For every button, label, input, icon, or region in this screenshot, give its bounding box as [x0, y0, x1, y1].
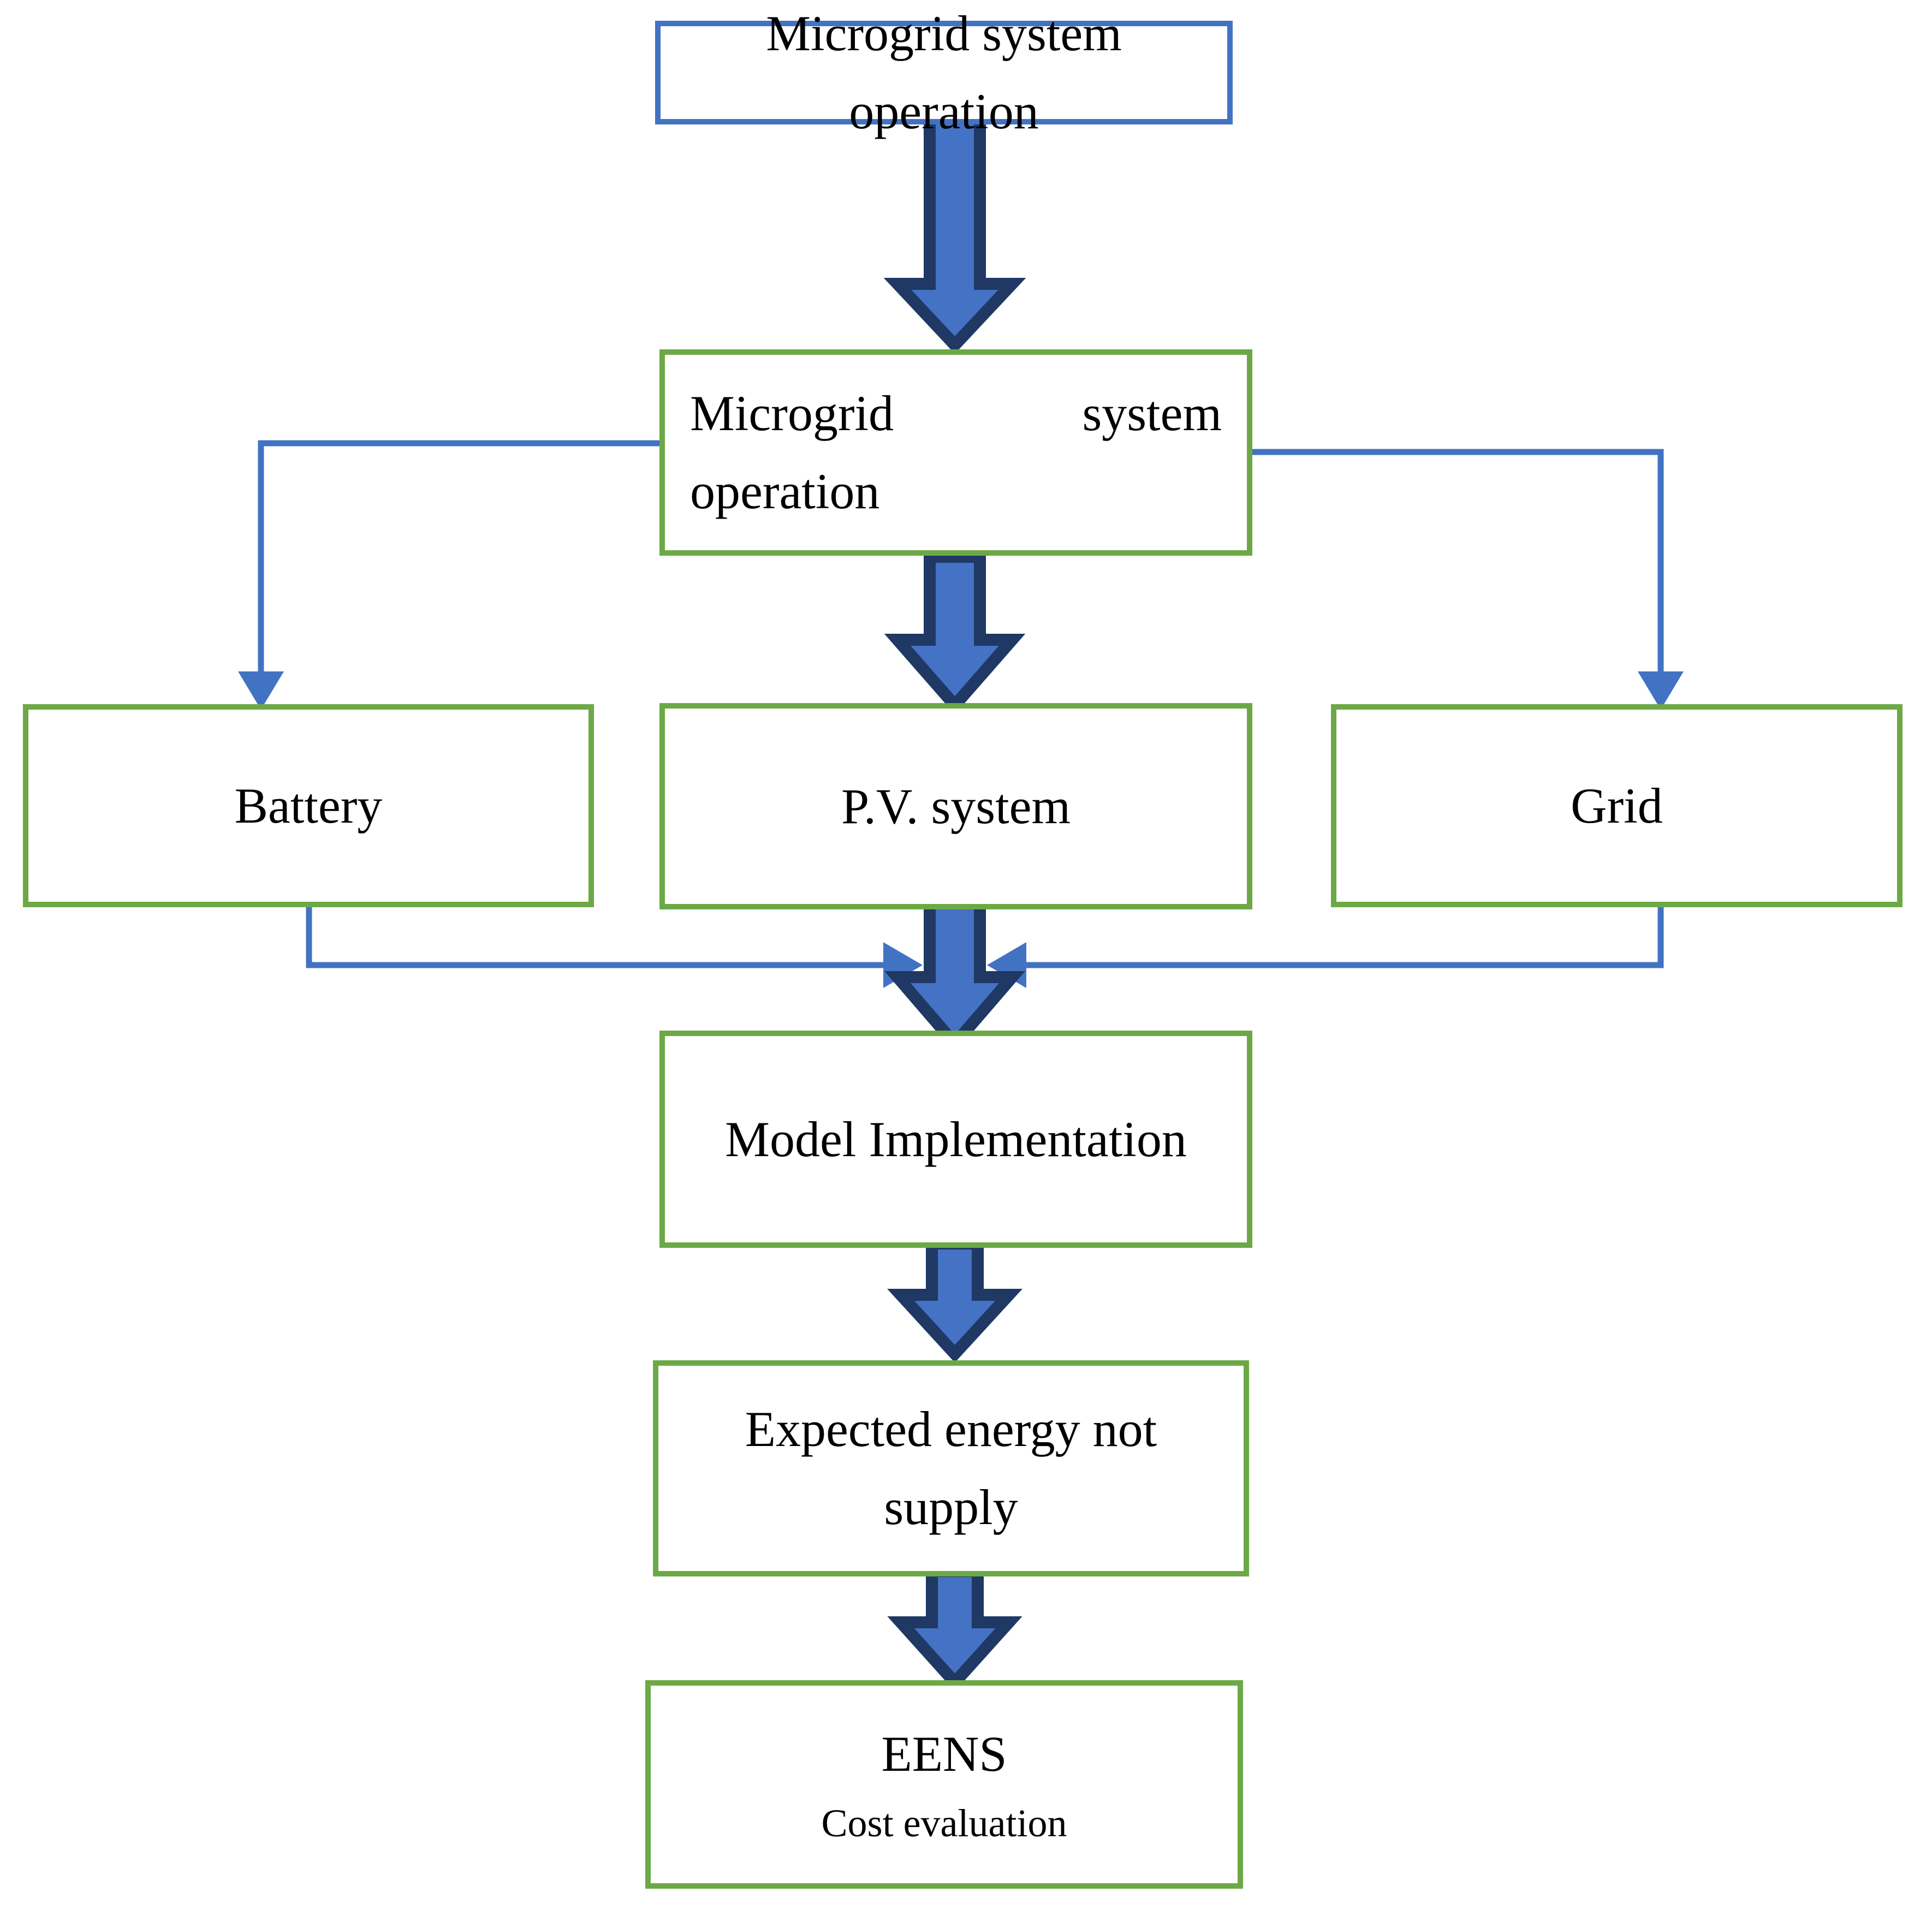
node-battery[interactable]: Battery: [23, 704, 594, 907]
node-text-line: Microgrid system: [690, 385, 1222, 442]
node-microgrid-system-operation-top[interactable]: Microgrid system operation: [655, 5, 1233, 139]
node-text-line: operation: [849, 84, 1039, 139]
node-microgrid-system-operation-second[interactable]: Microgrid system operation: [659, 349, 1252, 556]
node-text-line: P.V. system: [841, 778, 1071, 834]
elbow-grid-to-junction: [987, 907, 1664, 988]
node-eens-cost-evaluation[interactable]: EENS Cost evaluation: [645, 1680, 1243, 1889]
elbow-second-to-battery: [238, 440, 659, 710]
node-text-line: Cost evaluation: [821, 1801, 1067, 1845]
block-arrow-pv-to-model: [884, 895, 1025, 1053]
node-grid[interactable]: Grid: [1331, 704, 1903, 907]
node-text-line: Battery: [234, 777, 383, 834]
node-expected-energy-not-supply[interactable]: Expected energy not supply: [653, 1360, 1249, 1576]
elbow-second-to-grid: [1252, 449, 1684, 710]
node-text-line: operation: [690, 463, 880, 519]
elbow-battery-to-junction: [306, 907, 923, 988]
node-text-line: EENS: [881, 1725, 1007, 1782]
block-arrow-second-to-pv: [884, 551, 1026, 715]
node-text-line: Expected energy not: [745, 1401, 1157, 1457]
node-text-line: Model Implementation: [725, 1111, 1187, 1167]
node-text-line: Microgrid system: [766, 5, 1122, 62]
node-text-line: Grid: [1571, 777, 1663, 834]
node-model-implementation[interactable]: Model Implementation: [659, 1031, 1252, 1248]
block-arrow-supply-to-eens: [887, 1565, 1023, 1692]
node-text-line: supply: [884, 1479, 1018, 1535]
block-arrow-model-to-supply: [887, 1237, 1023, 1363]
node-pv-system[interactable]: P.V. system: [659, 703, 1252, 909]
